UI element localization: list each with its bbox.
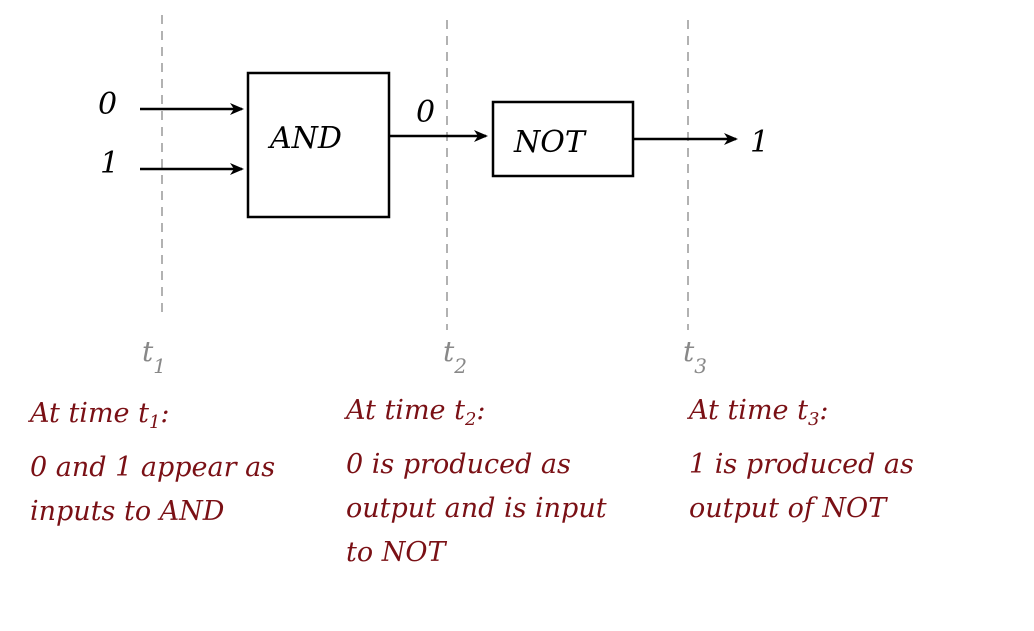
note-t1: At time t1: 0 and 1 appear as inputs to … [30,392,275,534]
and-gate-box [246,71,391,219]
note-t1-line: 0 and 1 appear as [30,452,276,483]
timeline-t1-label: t1 [142,335,166,378]
input-b-value: 1 [100,146,119,181]
not-gate-label: NOT [513,125,587,160]
note-t3-line: 1 is produced as [689,449,914,480]
timeline-t3-label: t3 [683,335,707,378]
not-output-value: 1 [750,125,769,160]
note-t2-line: 0 is produced as [346,449,571,480]
and-gate-label: AND [267,121,342,156]
note-t3-line: output of NOT [689,493,887,524]
note-t2-line: to NOT [346,537,446,568]
note-t2-line: output and is input [346,493,607,524]
note-t1-line: inputs to AND [30,496,225,527]
not-gate-box [491,100,635,178]
note-t1-heading: At time t1: [30,398,170,433]
and-output-value: 0 [416,95,435,130]
note-t3-heading: At time t3: [689,395,829,430]
input-a-value: 0 [98,87,117,122]
timeline-t2-label: t2 [443,335,467,378]
note-t3: At time t3: 1 is produced as output of N… [689,389,914,531]
note-t2: At time t2: 0 is produced as output and … [346,389,607,575]
note-t2-heading: At time t2: [346,395,486,430]
